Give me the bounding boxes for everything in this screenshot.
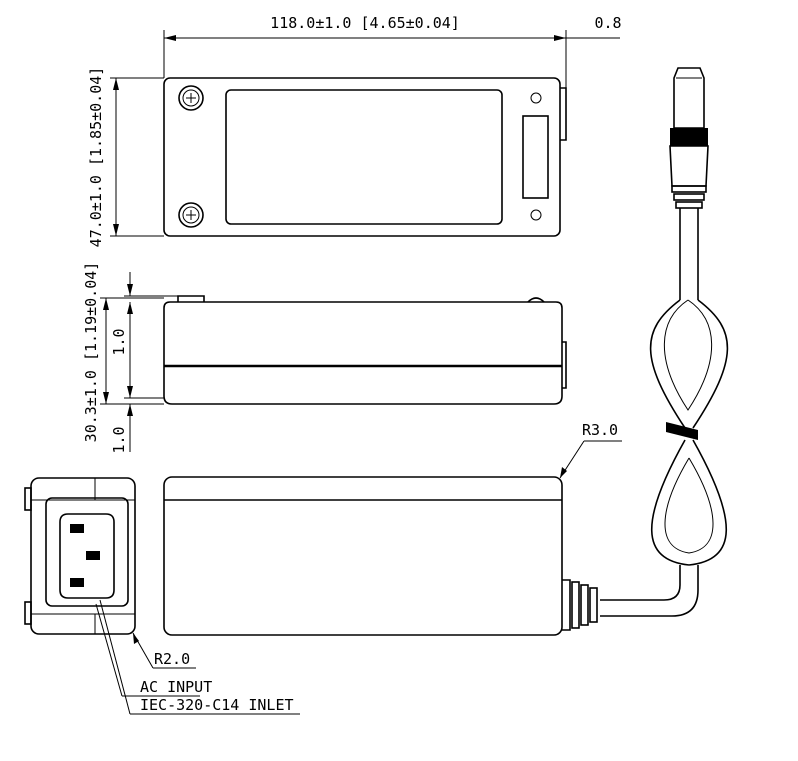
height-dimension: 30.3±1.0 [1.19±0.04] xyxy=(82,262,164,443)
cable-tie xyxy=(666,422,698,440)
offset-dimension-label: 0.8 xyxy=(594,14,621,32)
length-dimension-label: 118.0±1.0 [4.65±0.04] xyxy=(270,14,460,32)
edge-bump xyxy=(560,87,567,141)
vent-hole-bottom xyxy=(530,209,542,221)
plug-grip-ring xyxy=(670,128,708,146)
foot-bottom-dimension: 1.0 xyxy=(110,376,164,454)
top-view xyxy=(163,77,567,237)
ac-input-label: AC INPUT xyxy=(140,678,212,696)
plug-body xyxy=(669,145,709,187)
foot-top-dimension: 1.0 xyxy=(110,272,178,380)
pin-bottom xyxy=(70,578,84,587)
inlet-clip-top xyxy=(24,487,32,511)
side-view xyxy=(163,295,567,405)
vent-hole-top xyxy=(530,92,542,104)
pin-earth xyxy=(86,551,100,560)
offset-dimension: 0.8 xyxy=(560,14,622,39)
top-view-outline xyxy=(163,77,561,237)
inlet-type-label: IEC-320-C14 INLET xyxy=(140,696,294,714)
strain-relief-upper xyxy=(671,185,707,209)
length-dimension: 118.0±1.0 [4.65±0.04] xyxy=(163,14,567,88)
side-bump xyxy=(562,341,567,389)
side-foot-left xyxy=(177,295,205,302)
inlet-end-view xyxy=(24,477,136,635)
screw-bottom-icon xyxy=(178,202,204,228)
label-recess xyxy=(225,89,503,225)
side-foot-right xyxy=(527,297,545,303)
strain-relief-lower xyxy=(562,579,598,631)
width-dimension: 47.0±1.0 [1.85±0.04] xyxy=(87,67,164,248)
inlet-end-outline xyxy=(30,477,136,635)
inlet-callout: AC INPUT IEC-320-C14 INLET xyxy=(95,599,300,715)
foot-bottom-dimension-label: 1.0 xyxy=(110,426,128,453)
screw-top-icon xyxy=(178,85,204,111)
output-cable xyxy=(562,67,729,631)
front-view xyxy=(163,476,563,636)
iec-c14-socket-icon xyxy=(59,513,115,599)
width-dimension-label: 47.0±1.0 [1.85±0.04] xyxy=(87,67,105,248)
height-dimension-label: 30.3±1.0 [1.19±0.04] xyxy=(82,262,100,443)
dc-plug-icon xyxy=(673,67,705,129)
foot-top-dimension-label: 1.0 xyxy=(110,328,128,355)
pin-top xyxy=(70,524,84,533)
corner-radius-inlet-label: R2.0 xyxy=(154,650,190,668)
side-view-outline xyxy=(163,301,563,405)
corner-radius-body-label: R3.0 xyxy=(582,421,618,439)
front-view-outline xyxy=(163,476,563,636)
inlet-recess xyxy=(45,497,129,607)
inlet-clip-bottom xyxy=(24,601,32,625)
led-window xyxy=(522,115,549,199)
corner-radius-body-leader: R3.0 xyxy=(559,421,622,479)
corner-radius-inlet-leader: R2.0 xyxy=(132,632,196,669)
